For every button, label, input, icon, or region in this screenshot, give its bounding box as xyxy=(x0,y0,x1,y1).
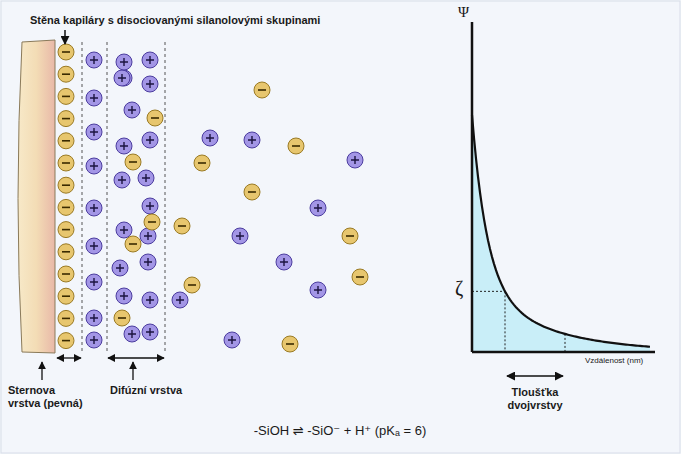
anion xyxy=(174,218,190,234)
cation xyxy=(140,254,156,270)
anion xyxy=(282,336,298,352)
cation xyxy=(232,228,248,244)
y-axis xyxy=(471,22,474,352)
anion xyxy=(352,269,368,285)
cation xyxy=(86,310,102,326)
cation xyxy=(244,132,260,148)
cation xyxy=(142,292,158,308)
anion xyxy=(58,333,74,349)
cation xyxy=(142,198,158,214)
cation xyxy=(116,54,132,70)
cation xyxy=(310,282,326,298)
anion xyxy=(58,199,74,215)
cation xyxy=(86,274,102,290)
cation xyxy=(86,200,102,216)
cation xyxy=(142,52,158,68)
anion xyxy=(58,88,74,104)
anion xyxy=(254,82,270,98)
cation xyxy=(172,292,188,308)
axis-label: Ψ xyxy=(458,4,469,21)
potential-curve xyxy=(472,115,650,347)
cation xyxy=(202,130,218,146)
cation xyxy=(347,152,363,168)
wall-label: Stěna kapiláry s disociovanými silanolov… xyxy=(30,14,320,27)
cation xyxy=(116,288,132,304)
anion xyxy=(184,277,200,293)
anion xyxy=(194,155,210,171)
cation xyxy=(114,172,130,188)
anion xyxy=(58,111,74,127)
leader-arrow xyxy=(132,362,133,380)
thickness-label: Tloušťka dvojvrstvy xyxy=(500,386,570,411)
anion xyxy=(342,228,358,244)
layer-label: Sternova vrstva (pevná) xyxy=(8,384,88,409)
cation xyxy=(310,200,326,216)
cation xyxy=(116,222,132,238)
cation xyxy=(86,332,102,348)
cation xyxy=(86,124,102,140)
cation xyxy=(86,52,102,68)
anion xyxy=(144,214,160,230)
leader-arrow xyxy=(64,30,66,44)
cation xyxy=(224,332,240,348)
stern-boundary xyxy=(82,42,83,352)
zeta-guide xyxy=(472,291,505,292)
capillary-wall xyxy=(18,40,55,353)
diffuse-width-arrow xyxy=(108,357,164,358)
stern-width-arrow xyxy=(57,357,81,358)
cation xyxy=(142,76,158,92)
x-axis xyxy=(472,351,655,354)
cation xyxy=(140,228,156,244)
cation xyxy=(112,260,128,276)
anion xyxy=(58,310,74,326)
anion xyxy=(58,155,74,171)
anion xyxy=(58,133,74,149)
anion xyxy=(58,266,74,282)
anion xyxy=(58,244,74,260)
layer-label: Difúzní vrstva xyxy=(110,384,182,397)
cation xyxy=(86,238,102,254)
diffuse-boundary xyxy=(165,42,166,352)
cation xyxy=(138,170,154,186)
potential-area xyxy=(472,115,650,352)
anion xyxy=(114,310,130,326)
cation xyxy=(276,254,292,270)
leader-arrow xyxy=(41,362,42,380)
anion xyxy=(58,288,74,304)
anion xyxy=(244,184,260,200)
anion xyxy=(58,222,74,238)
anion xyxy=(147,110,163,126)
thickness-guide xyxy=(565,334,566,352)
anion xyxy=(58,66,74,82)
stern-boundary xyxy=(107,42,108,352)
anion xyxy=(125,236,141,252)
cation xyxy=(142,132,158,148)
axis-label: Vzdálenost (nm) xyxy=(585,356,643,365)
cation xyxy=(124,102,140,118)
cation xyxy=(86,158,102,174)
anion xyxy=(58,44,74,60)
anion xyxy=(288,138,304,154)
cation xyxy=(116,138,132,154)
cation xyxy=(124,326,140,342)
anion xyxy=(125,154,141,170)
thickness-arrow xyxy=(507,375,563,377)
zeta-guide xyxy=(505,291,506,352)
cation xyxy=(86,90,102,106)
zeta-label: ζ xyxy=(455,277,463,300)
equation: -SiOH ⇌ -SiO⁻ + H⁺ (pKₐ = 6) xyxy=(254,424,427,439)
cation xyxy=(114,70,130,86)
cation xyxy=(142,324,158,340)
anion xyxy=(58,177,74,193)
